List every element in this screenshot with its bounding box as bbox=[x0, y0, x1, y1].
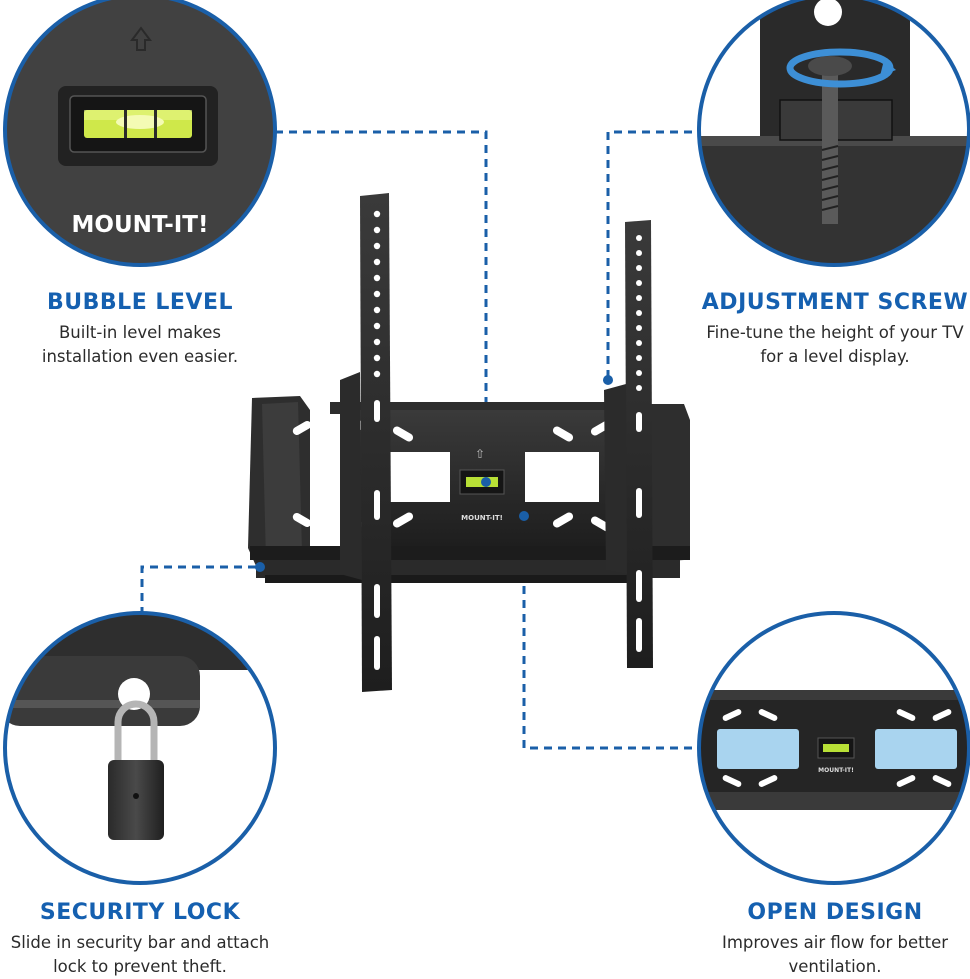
svg-text:MOUNT-IT!: MOUNT-IT! bbox=[818, 767, 854, 774]
callout-line-bubble bbox=[275, 130, 488, 478]
feature-description: Improves air flow for better ventilation… bbox=[721, 933, 949, 976]
feature-title: ADJUSTMENT SCREW bbox=[701, 290, 969, 315]
feature-description: Built-in level makes installation even e… bbox=[41, 323, 239, 366]
feature-title: OPEN DESIGN bbox=[747, 900, 923, 925]
tv-mount: MOUNT-IT! ⇧ bbox=[248, 193, 690, 692]
svg-text:⇧: ⇧ bbox=[475, 447, 485, 461]
callout-line-adjust bbox=[606, 130, 692, 380]
callout-lines bbox=[140, 130, 698, 750]
brand-logo: MOUNT-IT! bbox=[72, 212, 209, 238]
security-lock-detail bbox=[3, 611, 277, 885]
callout-line-open bbox=[522, 516, 698, 750]
feature-title: BUBBLE LEVEL bbox=[47, 290, 233, 315]
open-design-detail: MOUNT-IT! bbox=[697, 611, 970, 885]
bubble-level-detail bbox=[3, 0, 277, 267]
feature-title: SECURITY LOCK bbox=[39, 900, 241, 925]
feature-bubble-level: BUBBLE LEVEL Built-in level makes instal… bbox=[20, 290, 260, 369]
callout-line-security bbox=[140, 565, 258, 615]
feature-open-design: OPEN DESIGN Improves air flow for better… bbox=[705, 900, 965, 979]
adjustment-screw-detail bbox=[697, 0, 970, 267]
feature-adjustment-screw: ADJUSTMENT SCREW Fine-tune the height of… bbox=[700, 290, 970, 369]
feature-security-lock: SECURITY LOCK Slide in security bar and … bbox=[10, 900, 270, 979]
svg-text:MOUNT-IT!: MOUNT-IT! bbox=[461, 514, 503, 522]
feature-description: Fine-tune the height of your TV for a le… bbox=[706, 323, 964, 366]
feature-description: Slide in security bar and attach lock to… bbox=[10, 933, 270, 976]
